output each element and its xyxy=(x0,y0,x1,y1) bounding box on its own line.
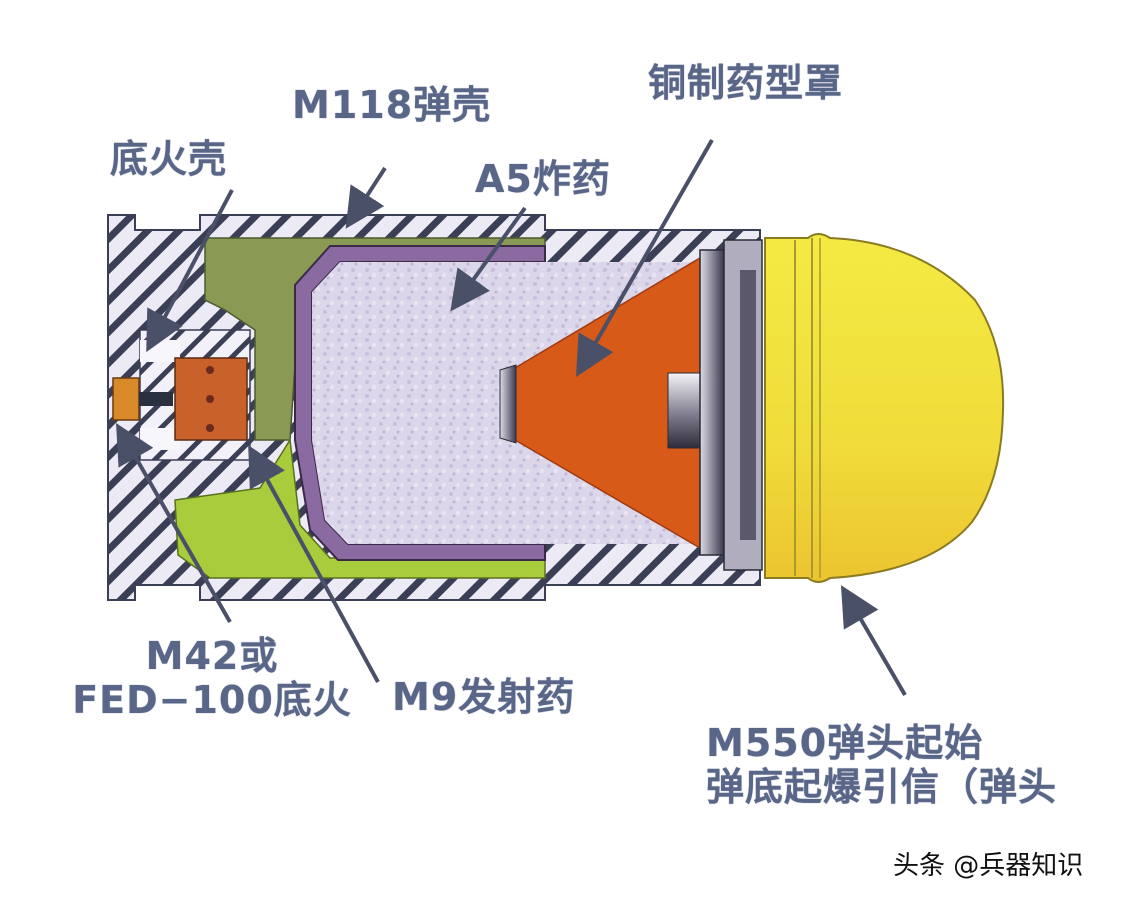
label-copper-liner: 铜制药型罩 xyxy=(648,61,844,105)
fuze-ring-inner xyxy=(740,270,756,540)
primer-gap-lower xyxy=(140,428,180,450)
watermark: 头条 @兵器知识 xyxy=(893,851,1084,881)
arrow-propellant xyxy=(248,444,380,683)
leader-lines xyxy=(116,139,907,697)
label-fuze-line1: M550弹头起始 xyxy=(706,721,984,765)
label-primer-line1: M42或 xyxy=(145,634,279,678)
label-fuze-line2: 弹底起爆引信（弹头 xyxy=(706,764,1058,809)
label-primer: M42或 FED−100底火 xyxy=(62,634,362,722)
primer-gap-upper xyxy=(140,340,180,362)
arrow-fuze xyxy=(840,585,907,697)
arrow-primer-cup xyxy=(146,189,234,353)
flash-hole xyxy=(139,392,173,406)
fuze-base-plate xyxy=(699,249,725,556)
arrow-explosive xyxy=(450,206,527,312)
m550-fuze-dome xyxy=(764,233,1005,583)
cone-tip xyxy=(499,364,517,444)
label-cartridge-case: M118弹壳 xyxy=(292,83,492,127)
center-slug xyxy=(667,372,705,449)
primer-body xyxy=(174,357,248,441)
arrow-primer xyxy=(116,423,232,623)
arrow-cartridge-case xyxy=(345,166,387,229)
arrow-copper-liner xyxy=(576,139,714,377)
label-primer-line2: FED−100底火 xyxy=(72,677,352,722)
label-primer-cup: 底火壳 xyxy=(110,137,228,181)
label-fuze: M550弹头起始 弹底起爆引信（弹头 xyxy=(706,721,1058,809)
primer-cap xyxy=(112,377,140,421)
label-explosive: A5炸药 xyxy=(475,157,611,201)
label-propellant: M9发射药 xyxy=(392,675,576,719)
